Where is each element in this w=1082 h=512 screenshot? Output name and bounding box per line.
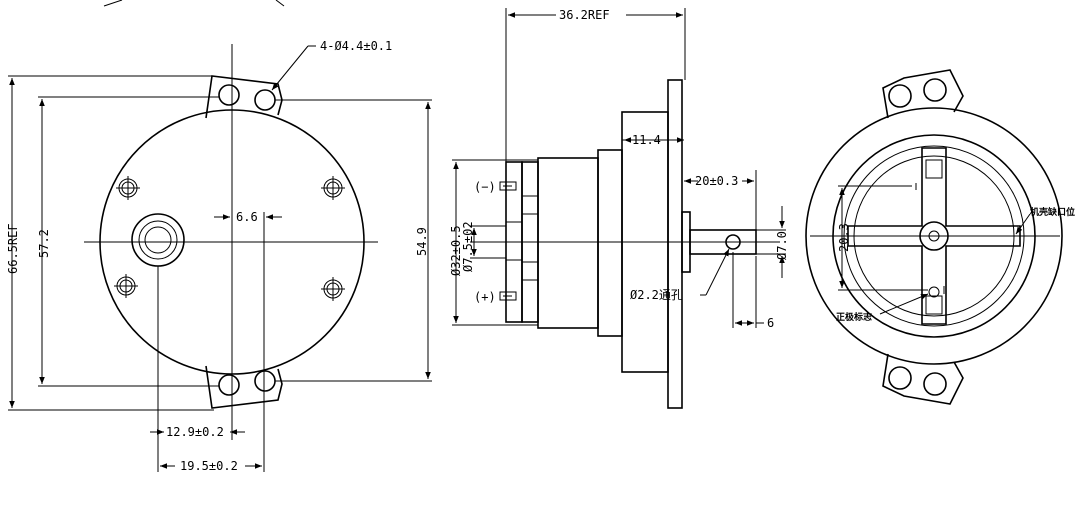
positive-mark-dot bbox=[928, 286, 940, 298]
bearing-boss-outer bbox=[131, 213, 185, 267]
mount-hole-top-right bbox=[254, 89, 276, 111]
rear-view: 20.3 机壳缺口位 正极标志 bbox=[805, 69, 1075, 405]
side-view: 36.2REF (−) (+) 11.4 bbox=[449, 6, 789, 409]
motor-can-step bbox=[597, 149, 623, 337]
bearing-boss-middle bbox=[138, 220, 178, 260]
bearing-boss-inner bbox=[144, 226, 172, 254]
brush-holder-top bbox=[925, 159, 943, 179]
hole-offset-label: 6 bbox=[767, 316, 774, 330]
screw-top-right bbox=[321, 176, 345, 200]
terminal-positive-label: (+) bbox=[474, 290, 496, 304]
terminal-tab-negative bbox=[499, 181, 517, 191]
positive-mark-label: 正极标志 bbox=[836, 311, 872, 323]
offset-top-label: 6.6 bbox=[236, 210, 258, 224]
inner-height-label: 57.2 bbox=[37, 229, 51, 258]
terminal-tab-positive bbox=[499, 291, 517, 301]
notch-label: 机壳缺口位 bbox=[1030, 206, 1075, 218]
rear-top-ear bbox=[882, 69, 964, 119]
rear-hole-bottom-right bbox=[923, 372, 947, 396]
flange-width-label: 11.4 bbox=[632, 133, 661, 147]
rear-bottom-ear bbox=[882, 353, 964, 405]
front-view: 4-Ø4.4±0.1 66.5REF 57.2 54.9 6.6 12.9±0.… bbox=[6, 0, 432, 473]
screw-bottom-left bbox=[114, 274, 138, 298]
body-diameter-label: Ø32±0.5 bbox=[449, 225, 463, 276]
mount-hole-bottom-left bbox=[218, 374, 240, 396]
mount-hole-bottom-right bbox=[254, 370, 276, 392]
rear-hole-top-left bbox=[888, 84, 912, 108]
rear-body-outline bbox=[805, 107, 1063, 365]
mount-hole-top-left bbox=[218, 84, 240, 106]
rear-hole-bottom-left bbox=[888, 366, 912, 390]
through-hole-label: Ø2.2通孔 bbox=[630, 288, 683, 302]
offset-bottom-2-label: 19.5±0.2 bbox=[180, 459, 238, 473]
overall-height-label: 66.5REF bbox=[6, 223, 20, 274]
right-height-label: 54.9 bbox=[415, 227, 429, 256]
terminal-negative-label: (−) bbox=[474, 180, 496, 194]
boss-diameter-label: Ø7.5±02 bbox=[461, 221, 475, 272]
bottom-mounting-ear bbox=[205, 365, 283, 409]
rear-cross-rib bbox=[847, 147, 1021, 325]
brush-holder-bottom bbox=[925, 295, 943, 315]
rear-hole-top-right bbox=[923, 78, 947, 102]
shaft-length-label: 20±0.3 bbox=[695, 174, 738, 188]
screw-top-left bbox=[116, 176, 140, 200]
overall-length-label: 36.2REF bbox=[559, 8, 610, 22]
mounting-flange bbox=[667, 79, 683, 409]
motor-can bbox=[537, 157, 599, 329]
hole-callout-label: 4-Ø4.4±0.1 bbox=[320, 39, 392, 53]
screw-bottom-right bbox=[321, 277, 345, 301]
motor-body-outline bbox=[99, 109, 365, 375]
offset-bottom-1-label: 12.9±0.2 bbox=[166, 425, 224, 439]
shaft-diameter-label: Ø7.0 bbox=[775, 231, 789, 260]
rear-height-label: 20.3 bbox=[837, 223, 851, 252]
